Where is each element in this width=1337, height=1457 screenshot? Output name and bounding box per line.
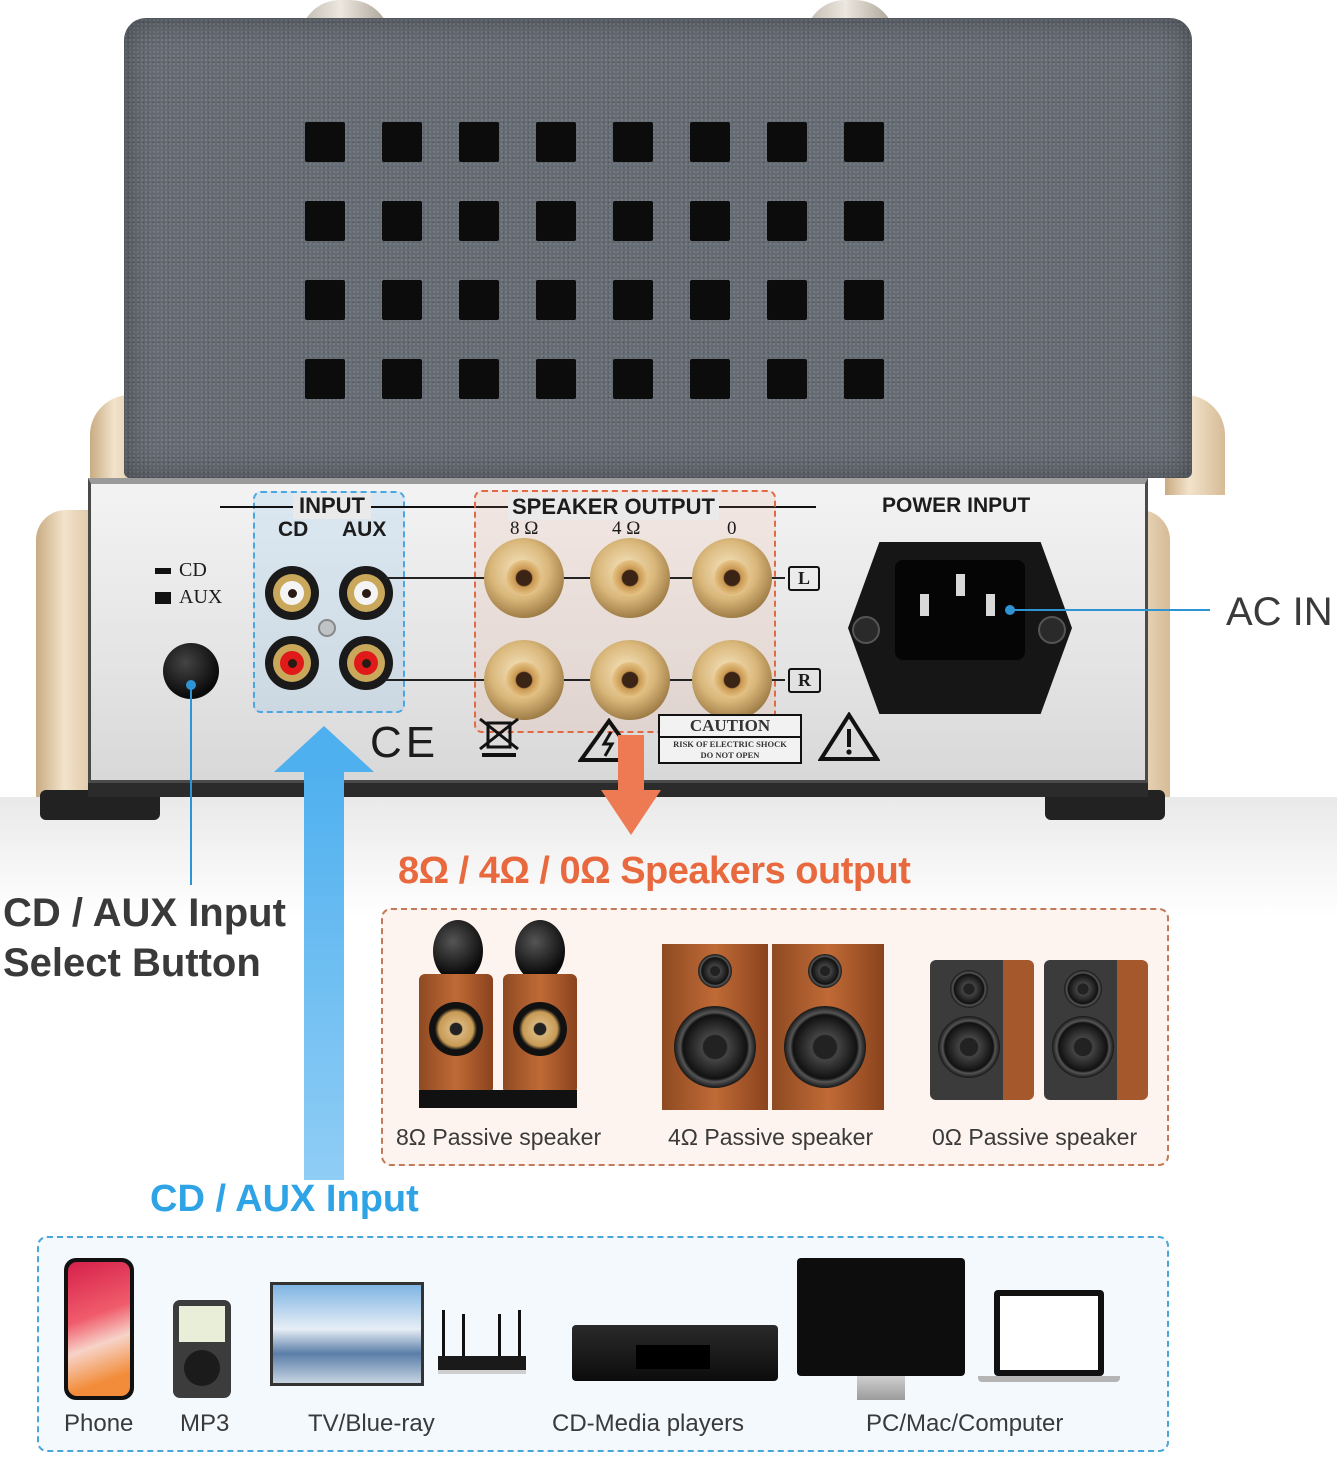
selector-legend-cd: CD <box>155 559 207 582</box>
binding-post-l-4ohm[interactable] <box>590 538 670 618</box>
ce-mark: CE <box>370 718 440 767</box>
mp3-player-image <box>173 1300 231 1398</box>
speaker-label-8ohm: 8Ω Passive speaker <box>396 1124 602 1150</box>
device-label-mp3: MP3 <box>180 1410 230 1437</box>
rca-aux-right[interactable] <box>339 636 393 690</box>
iec-screw-left <box>852 616 880 644</box>
speaker-label-4ohm: 4Ω Passive speaker <box>668 1124 874 1150</box>
caution-label: CAUTION RISK OF ELECTRIC SHOCK DO NOT OP… <box>658 714 802 764</box>
speakers-output-heading: 8Ω / 4Ω / 0Ω Speakers output <box>398 850 911 892</box>
binding-post-l-0[interactable] <box>692 538 772 618</box>
select-button-callout-line <box>190 685 192 885</box>
caution-line1: RISK OF ELECTRIC SHOCK <box>673 739 787 749</box>
tap-label-8ohm: 8 Ω <box>510 518 539 539</box>
router-image <box>438 1310 526 1376</box>
cd-aux-input-heading: CD / AUX Input <box>150 1178 419 1220</box>
device-label-phone: Phone <box>64 1410 134 1437</box>
monitor-image <box>797 1258 965 1376</box>
transformer-cover <box>124 18 1192 478</box>
phone-image <box>64 1258 134 1400</box>
ac-in-callout-label: AC IN <box>1226 590 1333 634</box>
rca-aux-left[interactable] <box>339 566 393 620</box>
output-flow-arrow-head <box>601 790 661 835</box>
device-label-tv: TV/Blue-ray <box>308 1410 435 1437</box>
tv-image <box>270 1282 424 1386</box>
select-button-callout-line1: CD / AUX Input <box>3 891 286 935</box>
monitor-stand <box>857 1376 905 1400</box>
channel-label-l: L <box>788 566 821 591</box>
iec-pin-earth <box>956 574 965 596</box>
speaker-4ohm-image <box>662 944 884 1112</box>
speaker-0ohm-image <box>930 960 1150 1110</box>
binding-post-r-8ohm[interactable] <box>484 640 564 720</box>
rca-cd-left[interactable] <box>265 566 319 620</box>
tap-label-0: 0 <box>727 518 737 539</box>
general-warning-icon <box>818 712 880 761</box>
select-button-callout-line2: Select Button <box>3 941 261 985</box>
device-label-computer: PC/Mac/Computer <box>866 1410 1064 1437</box>
binding-post-r-4ohm[interactable] <box>590 640 670 720</box>
channel-label-r: R <box>788 668 821 693</box>
rca-cd-right[interactable] <box>265 636 319 690</box>
wire-left <box>385 577 785 579</box>
binding-post-r-0[interactable] <box>692 640 772 720</box>
input-title: INPUT <box>293 493 371 519</box>
speaker-8ohm-image <box>415 920 595 1112</box>
laptop-image <box>994 1290 1104 1376</box>
ac-in-callout-line <box>1010 609 1210 611</box>
cd-player-image <box>572 1325 778 1381</box>
selector-legend-aux: AUX <box>155 586 222 609</box>
caution-line2: DO NOT OPEN <box>700 750 760 760</box>
input-flow-arrow <box>274 726 374 1180</box>
iec-screw-right <box>1038 616 1066 644</box>
device-label-cd-player: CD-Media players <box>552 1410 745 1437</box>
input-label-cd: CD <box>278 518 309 541</box>
wire-right <box>385 679 785 681</box>
binding-post-l-8ohm[interactable] <box>484 538 564 618</box>
speaker-label-0ohm: 0Ω Passive speaker <box>932 1124 1138 1150</box>
tap-label-4ohm: 4 Ω <box>612 518 641 539</box>
ventilation-grille <box>305 122 884 399</box>
input-title-rule <box>220 506 620 508</box>
speaker-output-title: SPEAKER OUTPUT <box>508 494 719 520</box>
weee-bin-icon <box>479 717 519 757</box>
output-flow-arrow-stem <box>618 735 644 795</box>
laptop-base <box>978 1376 1120 1382</box>
caution-title: CAUTION <box>660 716 800 738</box>
power-input-title: POWER INPUT <box>882 494 1031 517</box>
input-label-aux: AUX <box>342 518 387 541</box>
ground-screw-icon <box>318 619 336 637</box>
iec-pin-live <box>920 594 929 616</box>
iec-pin-neutral <box>986 594 995 616</box>
